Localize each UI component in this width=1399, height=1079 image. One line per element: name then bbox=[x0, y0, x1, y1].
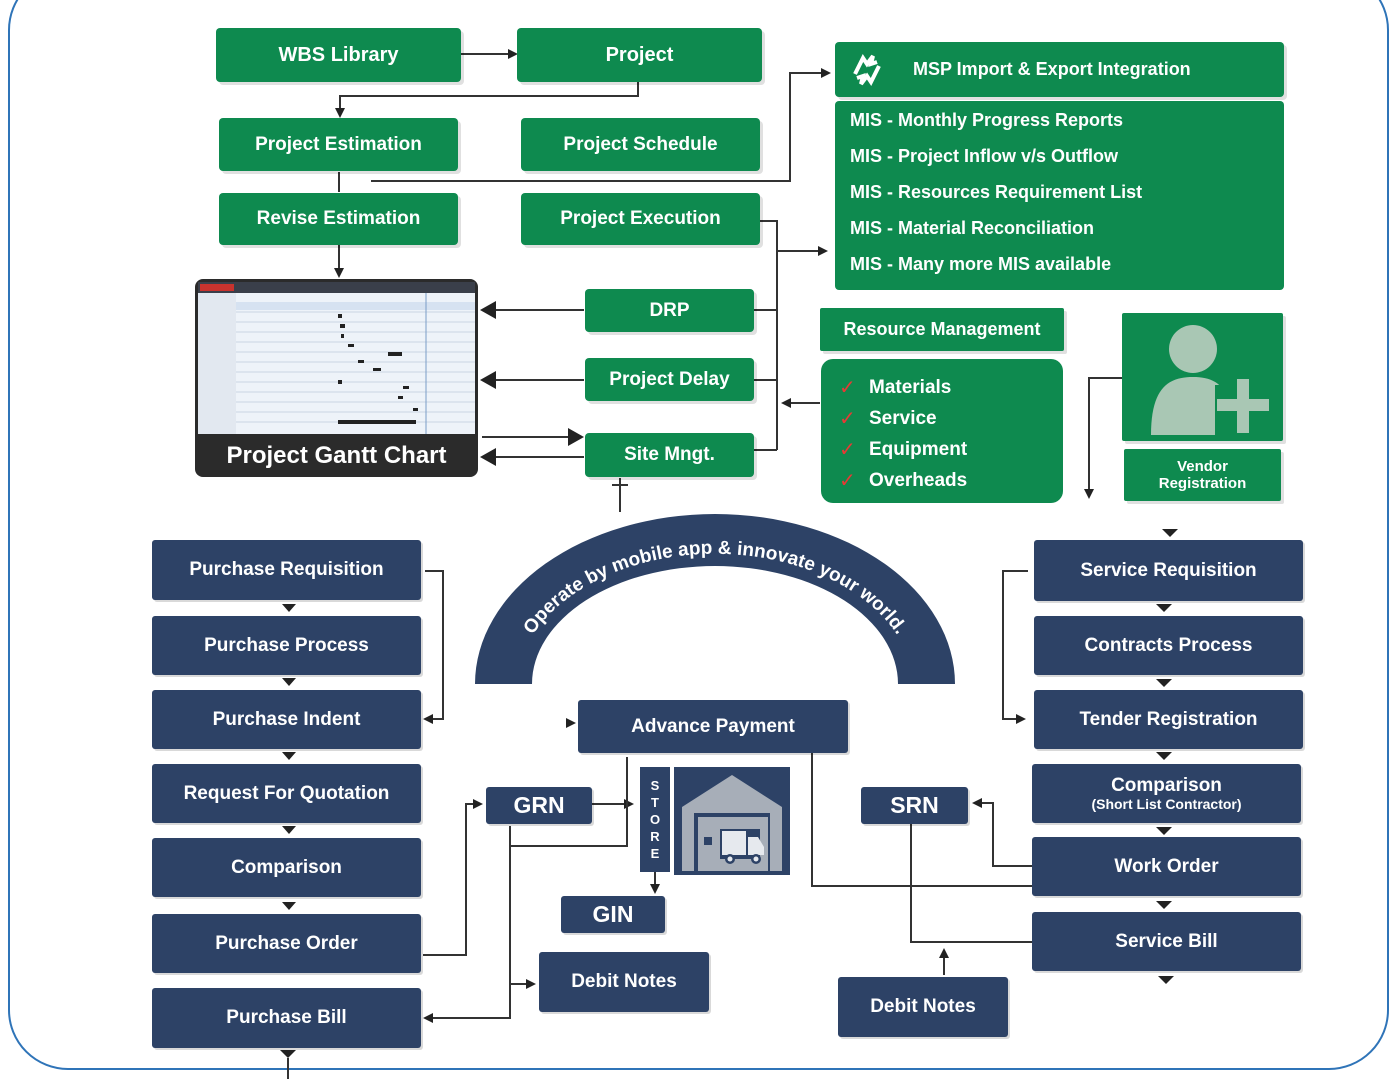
store-letter: R bbox=[650, 829, 660, 844]
add-user-icon bbox=[1150, 325, 1269, 435]
gantt-bars bbox=[198, 282, 475, 434]
gin-box: GIN bbox=[561, 896, 665, 933]
mis-item: MIS - Many more MIS available bbox=[850, 254, 1112, 274]
gantt-screen bbox=[198, 282, 475, 434]
purchase-comparison-box: Comparison bbox=[152, 838, 421, 897]
contracts-process-box: Contracts Process bbox=[1034, 616, 1303, 675]
resource-item-label: Equipment bbox=[869, 438, 968, 460]
work-order-box: Work Order bbox=[1032, 837, 1301, 896]
resource-management-title: Resource Management bbox=[820, 308, 1064, 351]
advance-payment-box: Advance Payment bbox=[578, 700, 848, 753]
tender-registration-box: Tender Registration bbox=[1034, 690, 1303, 749]
vendor-icon-box bbox=[1122, 313, 1283, 441]
store-letter: S bbox=[650, 778, 660, 793]
outer-frame bbox=[8, 0, 1389, 1070]
resource-item-label: Service bbox=[869, 407, 937, 429]
service-bill-box: Service Bill bbox=[1032, 912, 1301, 971]
resource-item-label: Materials bbox=[869, 376, 952, 398]
mis-item: MIS - Material Reconciliation bbox=[850, 218, 1095, 238]
store-letter: T bbox=[651, 795, 659, 810]
check-icon: ✓ bbox=[839, 439, 856, 461]
project-estimation-box: Project Estimation bbox=[219, 118, 458, 171]
resource-item: ✓ Materials bbox=[839, 372, 1063, 403]
site-mngt-box: Site Mngt. bbox=[585, 433, 754, 477]
project-delay-box: Project Delay bbox=[585, 358, 754, 401]
sync-arrows-icon bbox=[853, 53, 881, 86]
resource-list: ✓ Materials ✓ Service ✓ Equipment ✓ Overhead… bbox=[821, 359, 1063, 503]
srn-box: SRN bbox=[861, 787, 968, 824]
service-comparison-sub: (Short List Contractor) bbox=[1091, 795, 1242, 812]
purchase-step-arrows bbox=[280, 529, 1178, 1058]
store-letter: E bbox=[650, 846, 660, 861]
grn-box: GRN bbox=[486, 787, 592, 824]
vendor-registration-box: Vendor Registration bbox=[1124, 449, 1281, 501]
project-schedule-box: Project Schedule bbox=[521, 118, 760, 171]
drp-box: DRP bbox=[585, 289, 754, 332]
purchase-indent-box: Purchase Indent bbox=[152, 690, 421, 749]
resource-item: ✓ Service bbox=[839, 403, 1063, 434]
purchase-bill-box: Purchase Bill bbox=[152, 988, 421, 1048]
purchase-requisition-box: Purchase Requisition bbox=[152, 540, 421, 600]
msp-title: MSP Import & Export Integration bbox=[913, 59, 1191, 79]
store-label: S T O R E bbox=[640, 767, 670, 872]
service-comparison-label: Comparison bbox=[1111, 774, 1222, 796]
gantt-caption: Project Gantt Chart bbox=[226, 441, 447, 469]
check-icon: ✓ bbox=[839, 377, 856, 399]
mis-item: MIS - Project Inflow v/s Outflow bbox=[850, 146, 1119, 166]
gantt-chart-thumbnail: Project Gantt Chart bbox=[195, 279, 478, 477]
resource-item: ✓ Equipment bbox=[839, 434, 1063, 465]
revise-estimation-box: Revise Estimation bbox=[219, 193, 458, 245]
service-requisition-box: Service Requisition bbox=[1034, 540, 1303, 601]
request-for-quotation-box: Request For Quotation bbox=[152, 764, 421, 823]
debit-notes-right-box: Debit Notes bbox=[838, 977, 1008, 1037]
wbs-library-box: WBS Library bbox=[216, 28, 461, 82]
debit-notes-left-box: Debit Notes bbox=[539, 952, 709, 1012]
service-comparison-box: Comparison (Short List Contractor) bbox=[1032, 764, 1301, 823]
mis-list: MIS - Monthly Progress Reports MIS - Pro… bbox=[835, 101, 1284, 290]
purchase-process-box: Purchase Process bbox=[152, 616, 421, 675]
mis-item: MIS - Resources Requirement List bbox=[850, 182, 1143, 202]
mobile-app-arc: Operate by mobile app & innovate your wo… bbox=[475, 514, 955, 684]
store-letter: O bbox=[649, 812, 661, 827]
resource-item: ✓ Overheads bbox=[839, 465, 1063, 496]
mis-item: MIS - Monthly Progress Reports bbox=[850, 110, 1124, 130]
resource-item-label: Overheads bbox=[869, 469, 968, 491]
project-execution-box: Project Execution bbox=[521, 193, 760, 245]
msp-integration-box: MSP Import & Export Integration bbox=[835, 42, 1284, 97]
purchase-order-box: Purchase Order bbox=[152, 914, 421, 973]
warehouse-truck-icon bbox=[674, 767, 790, 875]
check-icon: ✓ bbox=[839, 470, 856, 492]
check-icon: ✓ bbox=[839, 408, 856, 430]
project-box: Project bbox=[517, 28, 762, 82]
